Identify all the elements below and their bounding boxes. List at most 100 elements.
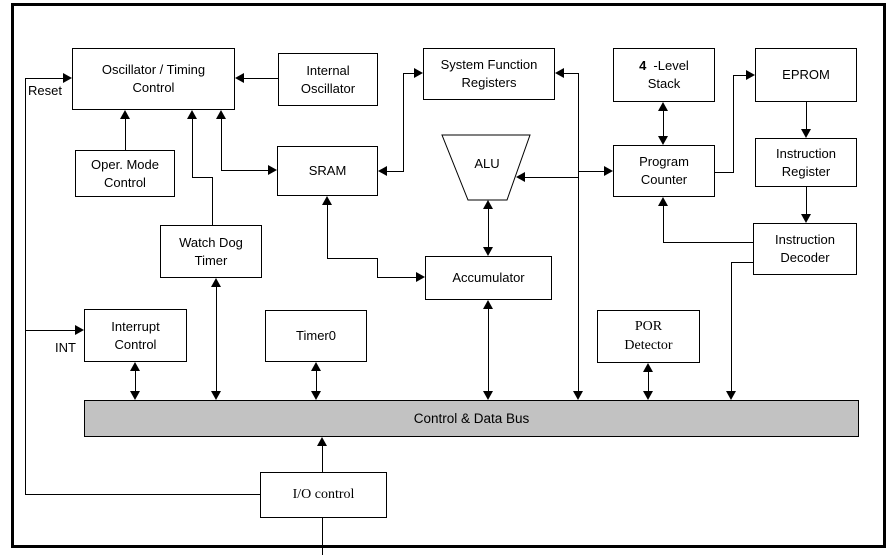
block-accumulator: Accumulator	[425, 256, 552, 300]
connector-wdt-osc	[212, 177, 213, 225]
arrowhead-icon	[63, 73, 72, 83]
block-io-control: I/O control	[260, 472, 387, 518]
arrowhead-icon	[211, 278, 221, 287]
arrowhead-icon	[483, 247, 493, 256]
connector-net-alu	[525, 177, 578, 178]
block-sram: SRAM	[277, 146, 378, 196]
block-oper-mode-control: Oper. Mode Control	[75, 150, 175, 197]
arrowhead-icon	[311, 362, 321, 371]
connector-sram-accumulator	[327, 205, 328, 258]
arrowhead-icon	[658, 102, 668, 111]
block-label: SRAM	[308, 163, 347, 179]
connector-net-pc	[578, 171, 604, 172]
connector-opermode-osc	[125, 119, 126, 150]
block-instruction-decoder: Instruction Decoder	[753, 223, 857, 275]
block-label: 4-Level Stack	[626, 57, 702, 92]
block-label: Watch Dog Timer	[179, 234, 243, 268]
connector-wdt-osc	[192, 177, 213, 178]
connector-io-left	[25, 494, 260, 495]
arrowhead-icon	[483, 391, 493, 400]
connector-io-external	[322, 518, 323, 555]
block-alu	[441, 134, 531, 201]
connector-reset	[25, 78, 63, 79]
reset-pin-label: Reset	[28, 83, 62, 98]
bus-label: Control & Data Bus	[413, 411, 530, 426]
block-oscillator-timing-control: Oscillator / Timing Control	[72, 48, 235, 110]
connector-sram-accumulator	[377, 277, 416, 278]
arrowhead-icon	[483, 200, 493, 209]
connector-wdt-bus	[216, 287, 217, 391]
arrowhead-icon	[746, 70, 755, 80]
arrowhead-icon	[317, 437, 327, 446]
connector-pc-eprom	[733, 75, 734, 172]
block-label: EPROM	[782, 67, 830, 83]
connector-accumulator-bus	[488, 309, 489, 391]
block-timer0: Timer0	[265, 310, 367, 362]
block-watch-dog-timer: Watch Dog Timer	[160, 225, 262, 278]
block-label: ALU	[474, 156, 500, 171]
arrowhead-icon	[322, 196, 332, 205]
arrowhead-icon	[643, 363, 653, 372]
connector-int	[25, 330, 75, 331]
block-label: POR Detector	[624, 318, 673, 353]
arrowhead-icon	[120, 110, 130, 119]
stack-depth-number: 4	[639, 58, 647, 74]
block-label: Program Counter	[639, 154, 689, 187]
connector-io-bus	[322, 446, 323, 472]
connector-intosc-osc	[244, 78, 278, 79]
arrowhead-icon	[130, 362, 140, 371]
connector-sram-sfr	[403, 73, 414, 74]
connector-id-bus	[731, 262, 732, 391]
int-pin-label: INT	[55, 340, 76, 355]
connector-osc-sram	[221, 170, 268, 171]
arrowhead-icon	[311, 391, 321, 400]
block-program-counter: Program Counter	[613, 145, 715, 197]
connector-sfr-net	[564, 73, 579, 74]
connector-por-bus	[648, 372, 649, 391]
connector-net-bus	[578, 73, 579, 391]
block-label: Oscillator / Timing Control	[101, 62, 206, 95]
arrowhead-icon	[414, 68, 423, 78]
arrowhead-icon	[658, 197, 668, 206]
diagram-frame	[11, 3, 886, 548]
arrowhead-icon	[801, 129, 811, 138]
connector-timer0-bus	[316, 371, 317, 391]
block-four-level-stack: 4-Level Stack	[613, 48, 715, 102]
arrowhead-icon	[378, 166, 387, 176]
block-label: System Function Registers	[440, 57, 538, 90]
arrowhead-icon	[130, 391, 140, 400]
alu-trapezoid-shape	[441, 134, 531, 201]
arrowhead-icon	[573, 391, 583, 400]
arrowhead-icon	[643, 391, 653, 400]
connector-intctl-bus	[135, 371, 136, 391]
block-por-detector: POR Detector	[597, 310, 700, 363]
arrowhead-icon	[801, 214, 811, 223]
connector-left-rail	[25, 78, 26, 494]
arrowhead-icon	[75, 325, 84, 335]
connector-stack-pc	[663, 111, 664, 136]
block-system-function-registers: System Function Registers	[423, 48, 555, 100]
arrowhead-icon	[187, 110, 197, 119]
block-interrupt-control: Interrupt Control	[84, 309, 187, 362]
arrowhead-icon	[416, 272, 425, 282]
arrowhead-icon	[604, 166, 613, 176]
connector-sram-sfr	[387, 171, 404, 172]
arrowhead-icon	[516, 172, 525, 182]
block-label: Timer0	[296, 328, 336, 344]
block-label: I/O control	[292, 486, 355, 502]
arrowhead-icon	[211, 391, 221, 400]
connector-id-pc	[663, 206, 664, 242]
arrowhead-icon	[235, 73, 244, 83]
block-label: Internal Oscillator	[300, 62, 356, 96]
block-label: Interrupt Control	[111, 318, 160, 352]
connector-eprom-ir	[806, 102, 807, 129]
connector-sram-accumulator	[377, 258, 378, 277]
arrowhead-icon	[658, 136, 668, 145]
block-label: Instruction Register	[776, 145, 836, 179]
control-data-bus: Control & Data Bus	[84, 400, 859, 437]
block-instruction-register: Instruction Register	[755, 138, 857, 187]
block-internal-oscillator: Internal Oscillator	[278, 53, 378, 106]
block-label: Instruction Decoder	[775, 232, 835, 265]
arrowhead-icon	[555, 68, 564, 78]
